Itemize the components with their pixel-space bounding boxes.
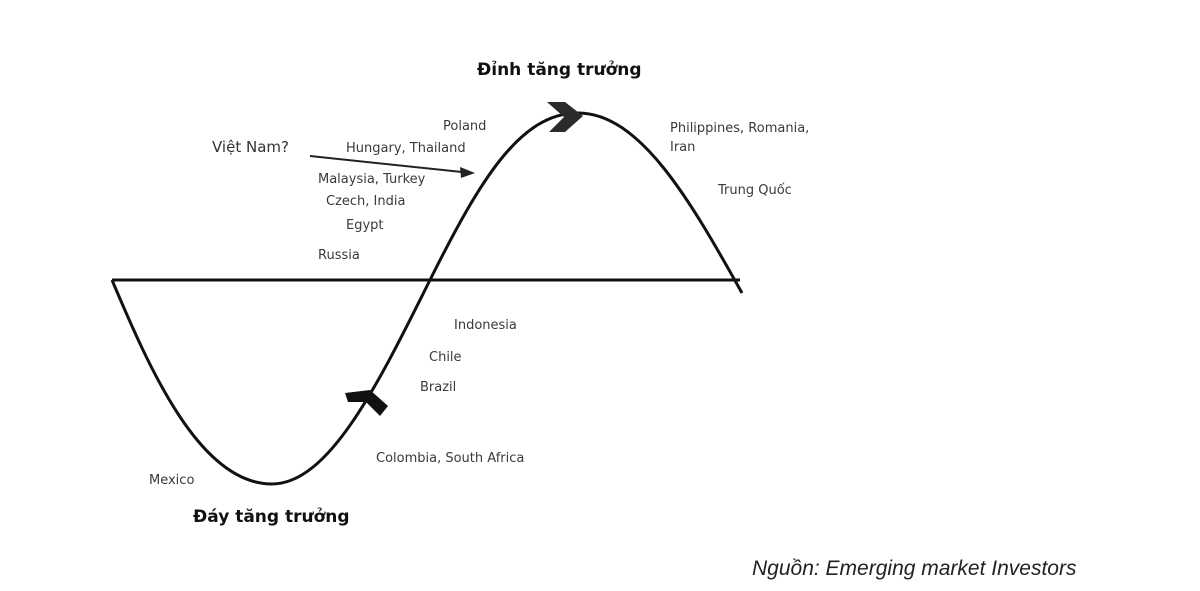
vietnam-arrow-line: [309, 155, 463, 173]
label-mexico: Mexico: [149, 473, 195, 488]
label-hungary-thailand: Hungary, Thailand: [346, 141, 466, 156]
label-brazil: Brazil: [420, 380, 457, 395]
label-egypt: Egypt: [346, 218, 384, 233]
peak-chevron-icon: [547, 102, 583, 132]
label-china: Trung Quốc: [718, 183, 792, 198]
label-philippines-romania: Philippines, Romania,: [670, 121, 810, 136]
label-malaysia-turkey: Malaysia, Turkey: [318, 172, 426, 187]
trough-label: Đáy tăng trưởng: [193, 507, 350, 527]
label-chile: Chile: [429, 350, 462, 365]
source-caption: Nguồn: Emerging market Investors: [752, 557, 1077, 580]
vietnam-arrow-head-icon: [460, 167, 475, 178]
label-colombia-south-africa: Colombia, South Africa: [376, 451, 525, 466]
vietnam-label: Việt Nam?: [212, 138, 289, 156]
label-iran: Iran: [670, 140, 696, 155]
label-poland: Poland: [443, 119, 487, 134]
trough-chevron-icon: [345, 390, 388, 416]
label-indonesia: Indonesia: [454, 318, 517, 333]
label-czech-india: Czech, India: [326, 194, 406, 209]
cycle-curve: [110, 111, 744, 486]
label-russia: Russia: [318, 248, 360, 263]
peak-label: Đỉnh tăng trưởng: [477, 60, 642, 80]
